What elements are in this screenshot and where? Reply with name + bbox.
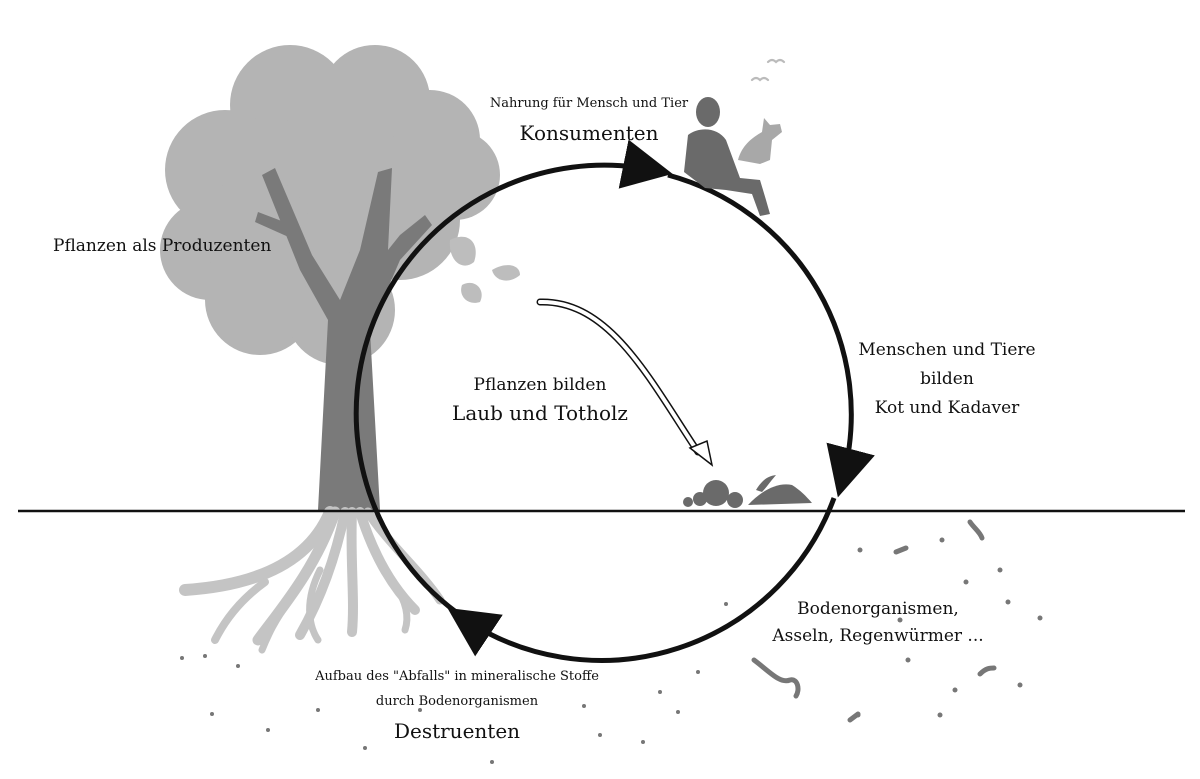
soil-organisms-line2: Asseln, Regenwürmer ... [772,626,984,646]
decomposers-sub-line2: durch Bodenorganismen [375,694,539,709]
cycle-arrow-right [667,172,875,498]
droppings-icon [683,480,743,508]
birds-icon [750,58,786,82]
roots-icon [179,506,445,654]
falling-leaves-icon [449,236,520,303]
animals-form-line3: Kot und Kadaver [874,398,1020,418]
dog-icon [738,118,782,164]
tree-icon [160,45,500,510]
consumers-label: Konsumenten [519,121,659,145]
producers-label: Pflanzen als Produzenten [53,236,272,256]
animals-form-line1: Menschen und Tiere [858,340,1036,360]
decomposers-label: Destruenten [393,719,521,743]
carcass-icon [748,475,812,505]
plants-form-line2: Laub und Totholz [452,401,628,425]
worms-icon [751,519,997,723]
cycle-circle [353,139,875,663]
cycle-arrow-bottom [447,497,837,663]
plants-form-line1: Pflanzen bilden [473,375,607,395]
hollow-arrow-icon [536,298,714,467]
person-sitting-icon [684,97,770,216]
soil-organisms-line1: Bodenorganismen, [797,599,959,619]
soil-dots [180,537,1043,764]
cycle-arrow-top [353,139,673,615]
decomposers-sub-line1: Aufbau des "Abfalls" in mineralische Sto… [315,669,599,684]
consumers-sub-label: Nahrung für Mensch und Tier [489,96,689,111]
animals-form-line2: bilden [920,369,974,389]
